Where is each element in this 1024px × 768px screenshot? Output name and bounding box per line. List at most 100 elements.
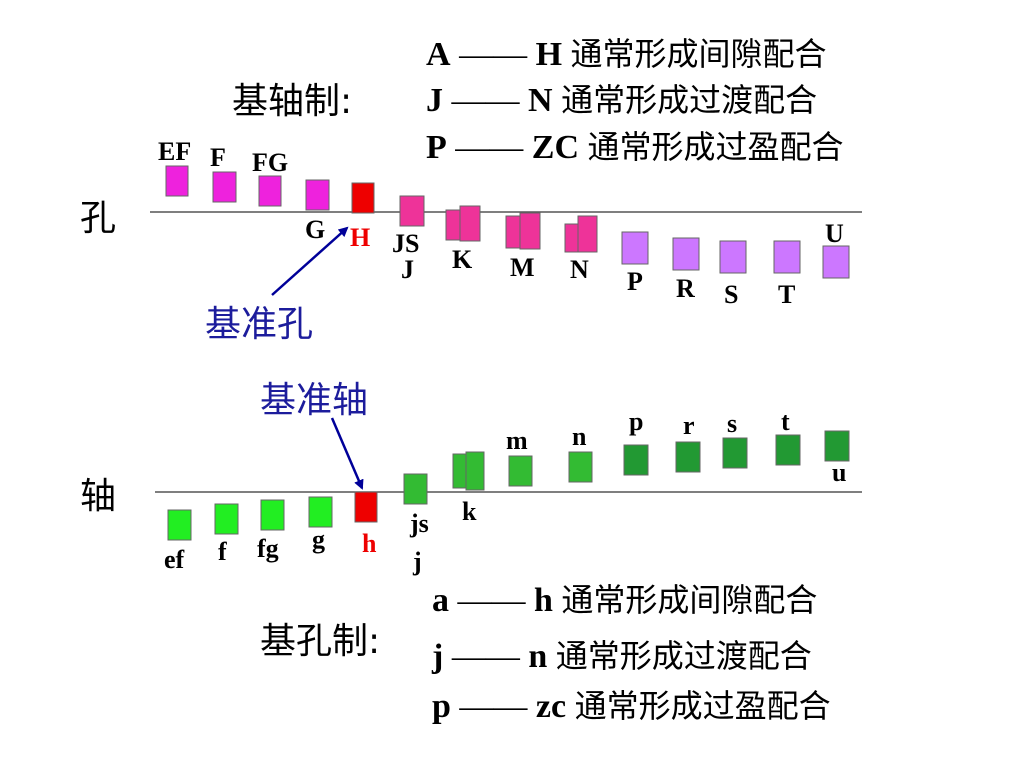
shaft-rule-interference-dash: —— <box>459 688 528 725</box>
hole-label-FG: FG <box>252 148 288 177</box>
shaft-band-fg <box>260 499 285 531</box>
shaft-rule-interference: p —— zc 通常形成过盈配合 <box>432 686 831 727</box>
reference-hole-label: 基准孔 <box>205 304 313 345</box>
hole-band-H <box>351 182 375 214</box>
shaft-label-g: g <box>312 525 325 554</box>
hole-band-S <box>719 240 747 274</box>
hole-rule-transition-to: N <box>528 82 553 119</box>
shaft-rule-clearance-from: a <box>432 582 449 619</box>
hole-rule-clearance: A —— H 通常形成间隙配合 <box>426 34 827 75</box>
shaft-label-f: f <box>218 537 227 566</box>
hole-band-R <box>672 237 700 271</box>
hole-rule-transition-from: J <box>426 82 443 119</box>
hole-band-F <box>212 171 237 203</box>
hole-band-K-overlap <box>459 205 481 242</box>
reference-shaft-arrow <box>330 417 364 490</box>
shaft-rule-clearance-to: h <box>534 582 553 619</box>
shaft-band-p <box>623 444 649 476</box>
shaft-label-m: m <box>506 426 528 455</box>
shaft-rule-interference-from: p <box>432 688 451 725</box>
hole-label-H: H <box>350 223 370 252</box>
hole-label-J: J <box>401 255 414 284</box>
hole-label-U: U <box>825 219 844 248</box>
shaft-band-r <box>675 441 701 473</box>
hole-rule-interference-text: 通常形成过盈配合 <box>587 128 844 166</box>
hole-band-U <box>822 245 850 279</box>
hole-row-label: 孔 <box>80 198 116 239</box>
hole-rule-clearance-dash: —— <box>459 36 528 73</box>
shaft-band-k-overlap <box>465 451 485 491</box>
shaft-rule-transition-dash: —— <box>451 638 520 675</box>
shaft-label-h: h <box>362 529 377 558</box>
hole-band-labels: EF F FG G H JS J K M N P R S T U <box>158 137 844 309</box>
hole-label-S: S <box>724 280 738 309</box>
shaft-band-n <box>568 451 593 483</box>
hole-rule-interference-to: ZC <box>531 129 580 166</box>
shaft-band-ef <box>167 509 192 541</box>
hole-rule-clearance-to: H <box>535 36 563 73</box>
shaft-label-j: j <box>412 547 422 576</box>
hole-label-R: R <box>676 274 695 303</box>
shaft-label-k: k <box>462 497 477 526</box>
shaft-band-js <box>403 473 428 505</box>
hole-label-F: F <box>210 143 226 172</box>
hole-label-EF: EF <box>158 137 191 166</box>
hole-label-M: M <box>510 253 535 282</box>
hole-label-K: K <box>452 245 473 274</box>
hole-rule-transition-dash: —— <box>451 82 520 119</box>
hole-rule-transition: J —— N 通常形成过渡配合 <box>426 80 817 121</box>
reference-shaft-label: 基准轴 <box>260 380 368 421</box>
shaft-rule-transition-to: n <box>528 638 548 675</box>
shaft-bands <box>167 430 850 541</box>
shaft-rule-clearance-dash: —— <box>457 582 526 619</box>
shaft-band-h <box>354 491 378 523</box>
hole-label-G: G <box>305 215 325 244</box>
shaft-band-g <box>308 496 333 528</box>
shaft-label-n: n <box>572 422 587 451</box>
reference-hole-arrow <box>271 226 349 296</box>
shaft-rule-transition-text: 通常形成过渡配合 <box>555 637 812 675</box>
shaft-band-u <box>824 430 850 462</box>
hole-label-P: P <box>627 267 643 296</box>
shaft-rule-transition-from: j <box>432 638 444 675</box>
shaft-band-m <box>508 455 533 487</box>
shaft-label-p: p <box>629 407 643 436</box>
shaft-row-label: 轴 <box>80 476 116 517</box>
hole-label-T: T <box>778 280 795 309</box>
hole-bands <box>165 165 850 279</box>
shaft-rule-interference-to: zc <box>535 688 567 725</box>
hole-rule-interference-dash: —— <box>455 129 524 166</box>
hole-band-G <box>305 179 330 211</box>
shaft-label-ef: ef <box>164 545 185 574</box>
shaft-rule-interference-text: 通常形成过盈配合 <box>574 687 831 725</box>
hole-rule-clearance-from: A <box>426 36 451 73</box>
shaft-label-t: t <box>781 407 790 436</box>
hole-band-M-overlap <box>519 212 541 250</box>
shaft-band-s <box>722 437 748 469</box>
shaft-band-labels: ef f fg g h js j k m n p r s t u <box>164 407 846 576</box>
shaft-system-title: 基孔制: <box>260 621 381 662</box>
shaft-label-r: r <box>683 411 695 440</box>
hole-label-N: N <box>570 255 589 284</box>
shaft-label-u: u <box>832 458 846 487</box>
hole-rule-interference-from: P <box>426 129 447 166</box>
hole-band-FG <box>258 175 282 207</box>
hole-rule-transition-text: 通常形成过渡配合 <box>561 81 818 119</box>
shaft-band-t <box>775 434 801 466</box>
shaft-rule-clearance: a —— h 通常形成间隙配合 <box>432 580 817 621</box>
hole-label-JS: JS <box>392 229 419 258</box>
shaft-label-fg: fg <box>257 534 279 563</box>
hole-rule-interference: P —— ZC 通常形成过盈配合 <box>426 127 844 168</box>
shaft-rule-clearance-text: 通常形成间隙配合 <box>561 581 818 619</box>
hole-rule-clearance-text: 通常形成间隙配合 <box>570 35 827 73</box>
hole-band-T <box>773 240 801 274</box>
hole-band-JS <box>399 195 425 227</box>
shaft-rule-transition: j —— n 通常形成过渡配合 <box>432 636 812 677</box>
hole-band-P <box>621 231 649 265</box>
shaft-label-js: js <box>409 509 429 538</box>
shaft-band-f <box>214 503 239 535</box>
hole-band-EF <box>165 165 189 197</box>
hole-system-title: 基轴制: <box>232 81 353 122</box>
